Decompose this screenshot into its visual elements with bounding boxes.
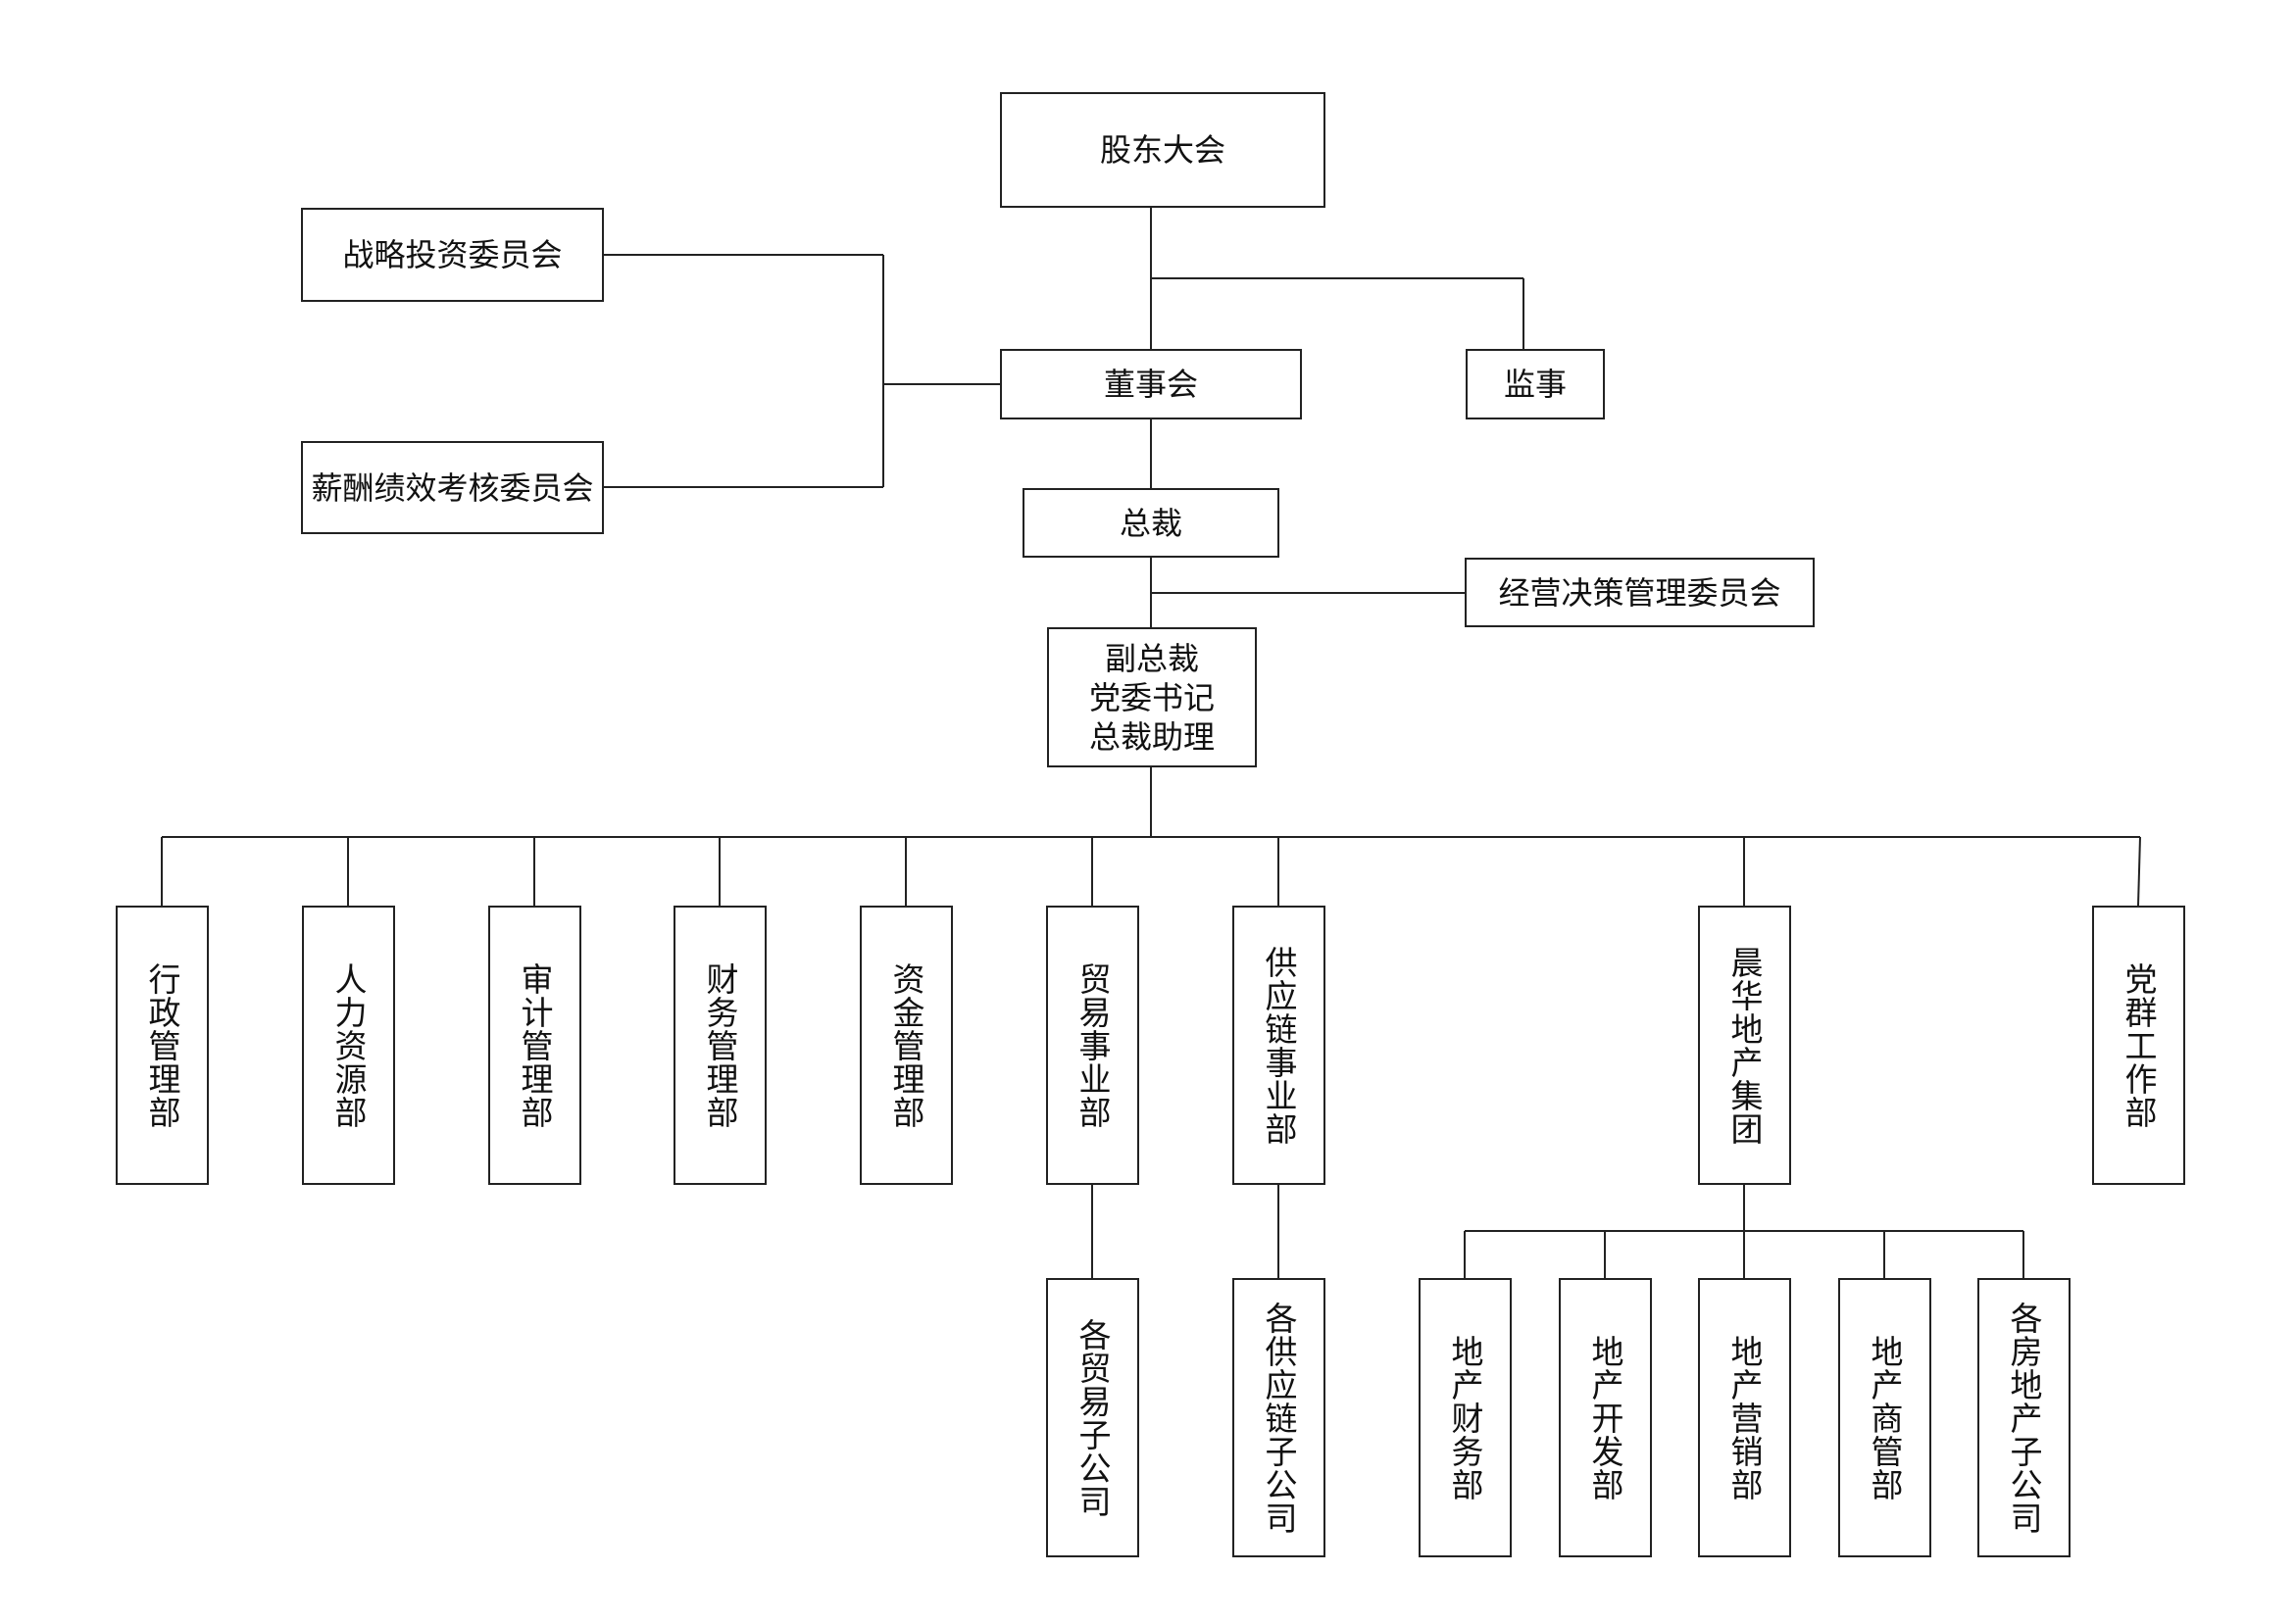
department-label: 财务管理部 — [701, 961, 739, 1129]
real-estate-unit-box: 地产营销部 — [1698, 1278, 1791, 1557]
supply-chain-subsidiaries-box: 各供应链子公司 — [1232, 1278, 1325, 1557]
executive-title: 副总裁 — [1104, 639, 1199, 677]
operations-committee-label: 经营决策管理委员会 — [1498, 573, 1781, 612]
executive-title: 总裁助理 — [1088, 717, 1215, 756]
department-box: 财务管理部 — [674, 906, 767, 1185]
real-estate-unit-label: 各房地产子公司 — [2005, 1301, 2043, 1535]
president-label: 总裁 — [1119, 504, 1182, 542]
president-box: 总裁 — [1023, 488, 1279, 558]
compensation-committee-box: 薪酬绩效考核委员会 — [301, 441, 604, 534]
department-box: 党群工作部 — [2092, 906, 2185, 1185]
department-box: 贸易事业部 — [1046, 906, 1139, 1185]
department-label: 供应链事业部 — [1260, 945, 1298, 1146]
department-box: 供应链事业部 — [1232, 906, 1325, 1185]
real-estate-unit-label: 地产营销部 — [1725, 1334, 1764, 1501]
department-box: 人力资源部 — [302, 906, 395, 1185]
trade-subsidiaries-label: 各贸易子公司 — [1073, 1317, 1112, 1518]
department-label: 晨华地产集团 — [1725, 945, 1764, 1146]
department-box: 行政管理部 — [116, 906, 209, 1185]
real-estate-unit-box: 地产财务部 — [1419, 1278, 1512, 1557]
real-estate-unit-label: 地产开发部 — [1586, 1334, 1624, 1501]
department-label: 人力资源部 — [329, 961, 368, 1129]
supply-chain-subsidiaries-label: 各供应链子公司 — [1260, 1301, 1298, 1535]
operations-committee-box: 经营决策管理委员会 — [1465, 558, 1815, 627]
real-estate-unit-label: 地产商管部 — [1866, 1334, 1904, 1501]
department-box: 晨华地产集团 — [1698, 906, 1791, 1185]
real-estate-unit-label: 地产财务部 — [1446, 1334, 1484, 1501]
executive-title: 党委书记 — [1088, 678, 1215, 716]
department-label: 审计管理部 — [516, 961, 554, 1129]
department-label: 贸易事业部 — [1073, 961, 1112, 1129]
shareholders-meeting-label: 股东大会 — [1099, 131, 1225, 169]
strategy-committee-label: 战略投资委员会 — [342, 236, 563, 273]
trade-subsidiaries-box: 各贸易子公司 — [1046, 1278, 1139, 1557]
board-of-directors-box: 董事会 — [1000, 349, 1302, 419]
supervisor-box: 监事 — [1466, 349, 1605, 419]
department-box: 审计管理部 — [488, 906, 581, 1185]
department-label: 资金管理部 — [887, 961, 925, 1129]
strategy-committee-box: 战略投资委员会 — [301, 208, 604, 302]
department-label: 行政管理部 — [143, 961, 181, 1129]
department-box: 资金管理部 — [860, 906, 953, 1185]
board-of-directors-label: 董事会 — [1103, 366, 1198, 403]
real-estate-unit-box: 各房地产子公司 — [1977, 1278, 2071, 1557]
real-estate-unit-box: 地产商管部 — [1838, 1278, 1931, 1557]
compensation-committee-label: 薪酬绩效考核委员会 — [311, 468, 594, 507]
supervisor-label: 监事 — [1503, 366, 1567, 403]
real-estate-unit-box: 地产开发部 — [1559, 1278, 1652, 1557]
department-label: 党群工作部 — [2120, 961, 2158, 1129]
shareholders-meeting-box: 股东大会 — [1000, 92, 1325, 208]
executives-box: 副总裁 党委书记 总裁助理 — [1047, 627, 1257, 767]
